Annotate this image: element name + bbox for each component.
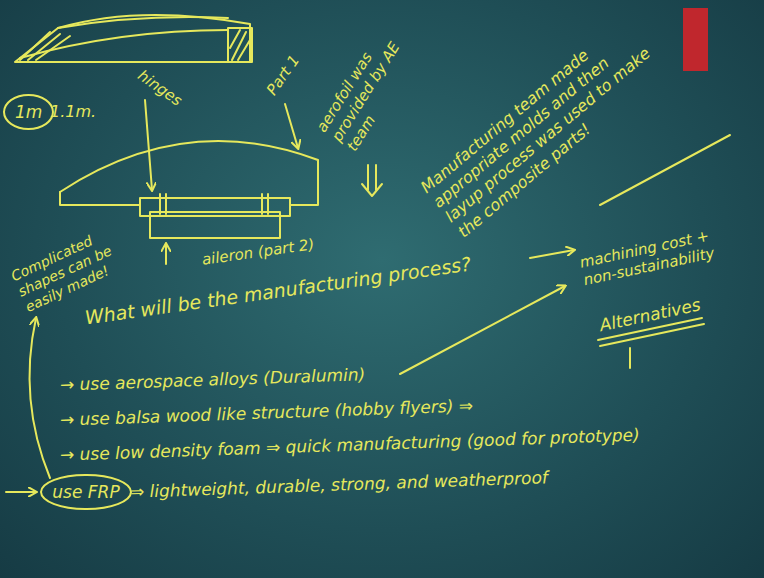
note-text: machining cost + non-sustainability (578, 221, 742, 289)
part-label: Part 1 (263, 52, 303, 99)
circled-dimension: 1m (3, 94, 54, 130)
note-text: aerofoil was provided by AE team (313, 16, 428, 155)
circled-option: use FRP (40, 474, 131, 510)
alternatives-bar (629, 348, 631, 368)
wing-sketch (15, 15, 252, 62)
node-text: use FRP (52, 482, 119, 502)
part-arrow (285, 104, 298, 148)
list-item: ⇒ lightweight, durable, strong, and weat… (130, 467, 549, 502)
aileron-arrow (165, 244, 167, 264)
double-arrow (362, 165, 382, 196)
red-tab (683, 8, 708, 71)
question-text: What will be the manufacturing process? (83, 252, 472, 329)
list-item: → use aerospace alloys (Duralumin) (60, 364, 366, 395)
note-text: Manufacturing team made appropriate mold… (417, 9, 673, 241)
frp-arrow (30, 318, 50, 478)
part-label: aileron (part 2) (201, 235, 316, 269)
node-text: 1m (15, 102, 42, 122)
bullet-arrow (6, 491, 36, 493)
alloy-arrow (400, 286, 565, 374)
dimension-label: 1.1m. (50, 102, 96, 121)
part-label: hinges (134, 66, 185, 109)
list-item: → use low density foam ⇒ quick manufactu… (60, 425, 640, 466)
hinge-arrow (145, 100, 152, 190)
aerofoil-section (60, 141, 318, 238)
cost-arrow (530, 250, 574, 258)
heading-text: Alternatives (598, 294, 702, 335)
note-underline (600, 135, 730, 205)
list-item: → use balsa wood like structure (hobby f… (60, 395, 474, 430)
